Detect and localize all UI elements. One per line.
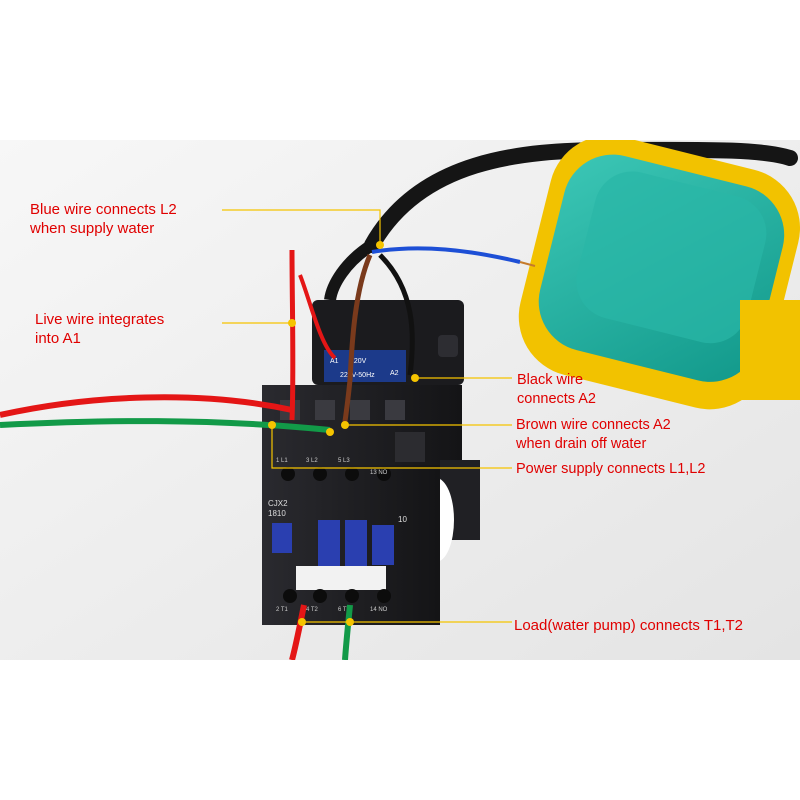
top-terminal-4: 13 NO: [370, 470, 388, 476]
annotation-power-supply-line1: Power supply connects L1,L2: [516, 461, 706, 477]
aux-number-label: 10: [398, 515, 407, 524]
annotation-black-wire-line2: connects A2: [517, 391, 596, 407]
coil-frequency-label: 220V-50Hz: [340, 372, 375, 379]
bottom-terminal-2: 4 T2: [306, 607, 319, 613]
annotation-load: Load(water pump) connects T1,T2: [514, 616, 743, 635]
annotation-black-wire: Black wire connects A2: [517, 371, 596, 409]
blue-wire: [371, 246, 521, 264]
annotation-brown-wire: Brown wire connects A2 when drain off wa…: [516, 416, 671, 454]
green-wire: [0, 418, 331, 433]
top-terminal-2: 3 L2: [306, 458, 318, 464]
annotation-live-wire-line2: into A1: [35, 330, 81, 347]
annotation-blue-wire: Blue wire connects L2 when supply water: [30, 200, 177, 238]
bottom-terminal-3: 6 T3: [338, 607, 351, 613]
coil-voltage-label: 220V: [350, 358, 367, 365]
red-wire-loop: [298, 274, 337, 360]
top-terminal-3: 5 L3: [338, 458, 350, 464]
red-wire-vertical: [289, 249, 296, 421]
annotation-brown-wire-line2: when drain off water: [516, 436, 647, 452]
model-label: CJX2: [268, 499, 288, 508]
annotation-blue-wire-line1: Blue wire connects L2: [30, 201, 177, 218]
contactor: A1 220V 220V-50Hz A2 CJX2 1810 10 1 L1 3…: [262, 300, 480, 625]
top-terminal-1: 1 L1: [276, 458, 288, 464]
brown-wire: [341, 254, 373, 429]
contactor-wiring-photo: A1 220V 220V-50Hz A2 CJX2 1810 10 1 L1 3…: [0, 140, 800, 660]
coil-a2-label: A2: [390, 370, 399, 377]
black-wire: [378, 253, 415, 376]
coil-a1-label: A1: [330, 358, 339, 365]
leader-lines: [222, 209, 512, 623]
red-wire-long: [0, 394, 293, 418]
annotation-blue-wire-line2: when supply water: [30, 220, 155, 237]
annotation-live-wire-line1: Live wire integrates: [35, 311, 165, 328]
load-green-wire: [342, 604, 353, 660]
bottom-terminal-1: 2 T1: [276, 607, 289, 613]
load-red-wire: [289, 604, 307, 660]
bottom-terminal-4: 14 NO: [370, 607, 388, 613]
float-switch: [518, 140, 800, 410]
annotation-load-line1: Load(water pump) connects T1,T2: [514, 617, 744, 634]
annotation-black-wire-line1: Black wire: [517, 372, 584, 388]
leader-dots: [268, 241, 419, 626]
annotation-power-supply: Power supply connects L1,L2: [516, 460, 705, 479]
coil-label-plate: [324, 350, 406, 382]
white-label: [296, 566, 386, 590]
annotation-brown-wire-line1: Brown wire connects A2: [516, 417, 671, 433]
rating-label: 1810: [268, 509, 286, 518]
annotation-live-wire: Live wire integrates into A1: [35, 310, 164, 348]
